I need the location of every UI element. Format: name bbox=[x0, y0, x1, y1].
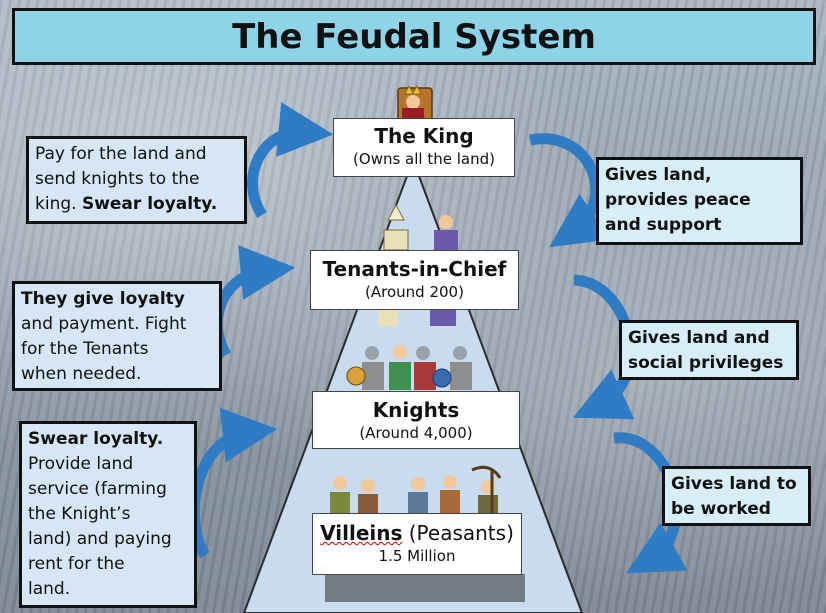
right-box2-line2: social privileges bbox=[628, 353, 784, 373]
right-box3-line1: Gives land to bbox=[671, 474, 797, 494]
tier-king: The King (Owns all the land) bbox=[333, 118, 515, 177]
lord-figure-icon bbox=[434, 215, 458, 250]
tier-villeins-sub: 1.5 Million bbox=[378, 547, 456, 565]
right-box2-line1: Gives land and bbox=[628, 328, 770, 348]
arrow-king-to-tenants bbox=[528, 133, 611, 248]
tier-tenants-sub: (Around 200) bbox=[365, 283, 464, 301]
left-box3-line4: the Knight’s bbox=[28, 504, 131, 524]
right-box-tenants-give: Gives land and social privileges bbox=[619, 320, 799, 380]
left-box3-line5: land) and paying bbox=[28, 529, 172, 549]
peasants-figures-icon bbox=[330, 465, 502, 518]
left-box3-line1: Swear loyalty. bbox=[28, 429, 164, 449]
tier-knights: Knights (Around 4,000) bbox=[312, 391, 520, 449]
tier-tenants: Tenants-in-Chief (Around 200) bbox=[310, 250, 519, 310]
right-box1-line2: provides peace bbox=[605, 190, 751, 210]
tier-knights-sub: (Around 4,000) bbox=[359, 424, 473, 442]
left-box1-line3-normal: king. bbox=[35, 194, 82, 214]
left-box1-line3-bold: Swear loyalty. bbox=[81, 194, 218, 214]
tier-knights-name: Knights bbox=[372, 398, 460, 422]
right-box3-line2: be worked bbox=[671, 499, 771, 519]
left-box3-line7: land. bbox=[28, 579, 71, 599]
left-box2-line3: for the Tenants bbox=[21, 339, 149, 359]
arrow-tenants-to-king-mid bbox=[212, 245, 296, 358]
right-box1-line1: Gives land, bbox=[605, 165, 712, 185]
right-box-knights-give: Gives land to be worked bbox=[662, 466, 811, 526]
tenants-legs-icon bbox=[378, 310, 456, 326]
tier-king-sub: (Owns all the land) bbox=[353, 150, 495, 168]
tier-king-name: The King bbox=[374, 124, 474, 148]
left-box3-line3: service (farming bbox=[28, 479, 167, 499]
left-box-knights-duties: They give loyalty and payment. Fight for… bbox=[12, 281, 222, 391]
right-box-king-gives: Gives land, provides peace and support bbox=[596, 157, 803, 245]
tier-villeins-name: Villeins bbox=[320, 521, 403, 545]
knights-figures-icon bbox=[346, 345, 472, 390]
left-box2-line2: and payment. Fight bbox=[21, 314, 187, 334]
left-box1-line1: Pay for the land and bbox=[35, 144, 207, 164]
left-box2-line4: when needed. bbox=[21, 364, 142, 384]
left-box3-line6: rent for the bbox=[28, 554, 125, 574]
page-title: The Feudal System bbox=[232, 16, 596, 57]
tier-tenants-name: Tenants-in-Chief bbox=[322, 257, 507, 281]
left-box3-line2: Provide land bbox=[28, 454, 134, 474]
left-box-tenants-duties: Pay for the land and send knights to the… bbox=[26, 136, 247, 224]
tier-villeins-paren: (Peasants) bbox=[402, 521, 514, 545]
arrow-knights-to-king bbox=[247, 102, 334, 218]
left-box-villeins-duties: Swear loyalty. Provide land service (far… bbox=[19, 421, 197, 608]
title-banner: The Feudal System bbox=[12, 8, 816, 65]
tier-villeins: Villeins (Peasants) 1.5 Million bbox=[312, 513, 522, 575]
arrow-peasants-to-knights bbox=[188, 407, 278, 559]
left-box1-line2: send knights to the bbox=[35, 169, 200, 189]
peasants-legs-icon bbox=[325, 574, 525, 602]
left-box2-line1: They give loyalty bbox=[21, 289, 185, 309]
right-box1-line3: and support bbox=[605, 215, 722, 235]
